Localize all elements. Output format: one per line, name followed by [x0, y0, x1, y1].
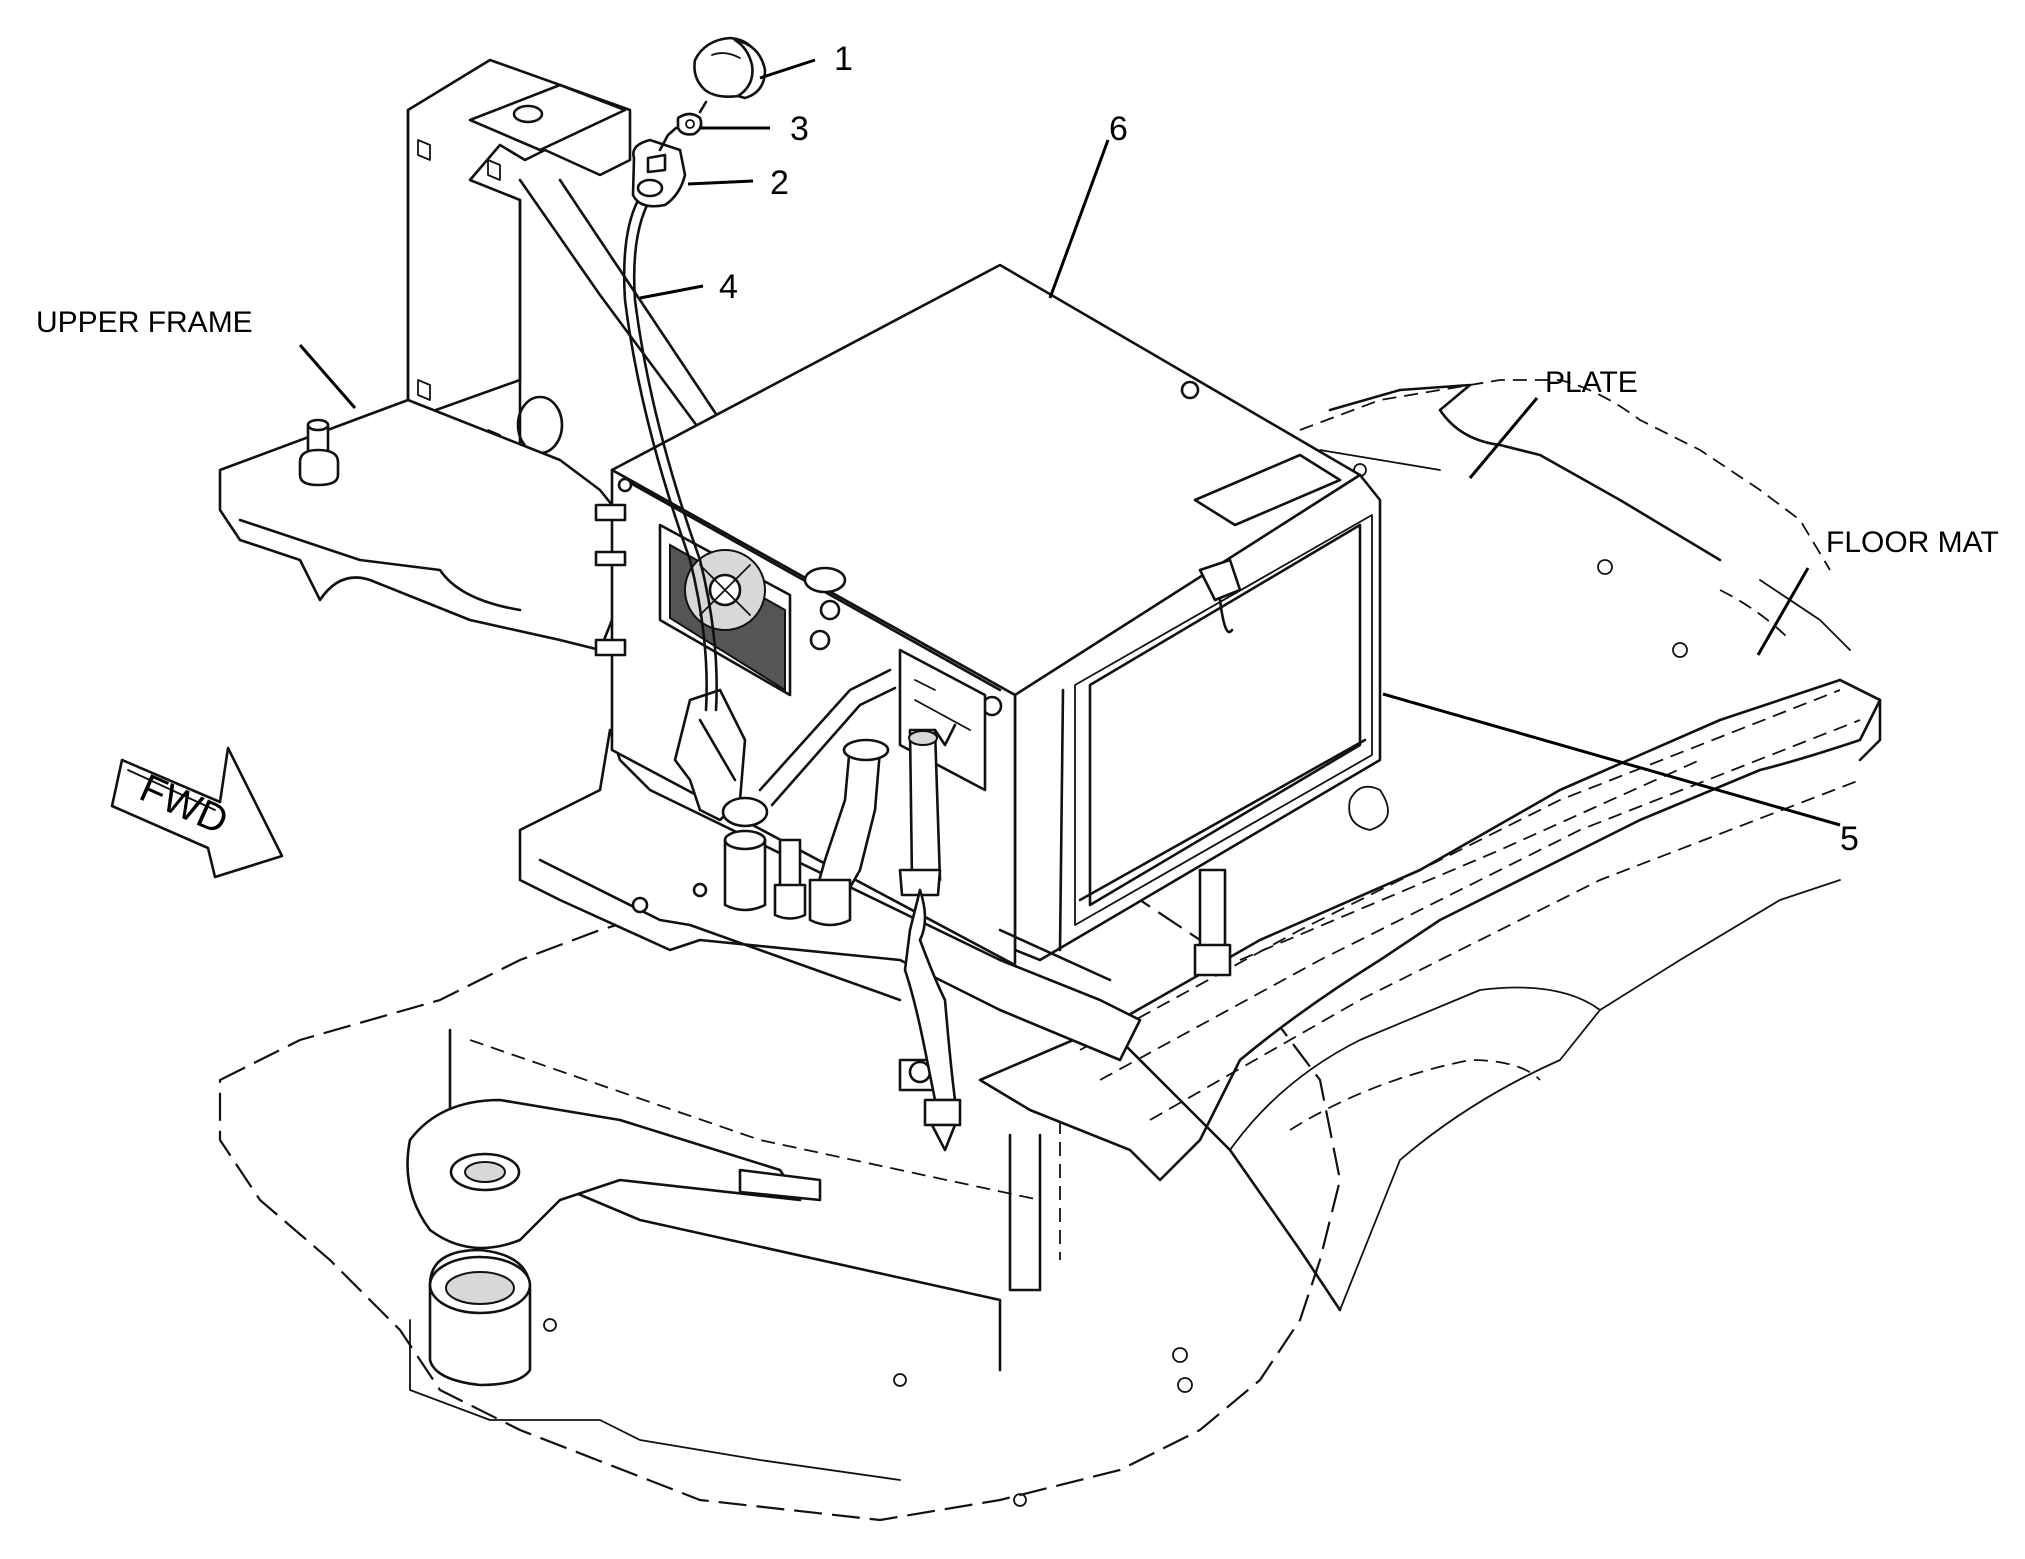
upper-frame-plate: [218, 398, 642, 652]
part-labels: UPPER FRAME PLATE FLOOR MAT: [36, 306, 1999, 559]
upper-frame-label: UPPER FRAME: [36, 306, 253, 339]
callout-numbers: 1 3 2 4 6 5: [719, 40, 1859, 858]
hoses-and-fittings: [673, 668, 1232, 1152]
floor-mat: [978, 579, 1882, 1312]
upper-frame-post: [406, 58, 722, 462]
callout-2: 2: [770, 164, 789, 202]
callout-6: 6: [1109, 110, 1128, 148]
callout-1: 1: [834, 40, 853, 78]
forward-arrow-indicator: FWD: [110, 746, 284, 879]
lower-frame: [218, 858, 1342, 1522]
floor-mat-label: FLOOR MAT: [1826, 526, 1999, 559]
callout-5: 5: [1840, 820, 1859, 858]
plate-label: PLATE: [1545, 366, 1638, 399]
leader-lines: [298, 58, 1841, 827]
right-plate: [1299, 379, 1831, 658]
callout-4: 4: [719, 268, 738, 306]
control-cable-assembly: [622, 36, 767, 712]
callout-3: 3: [790, 110, 809, 148]
